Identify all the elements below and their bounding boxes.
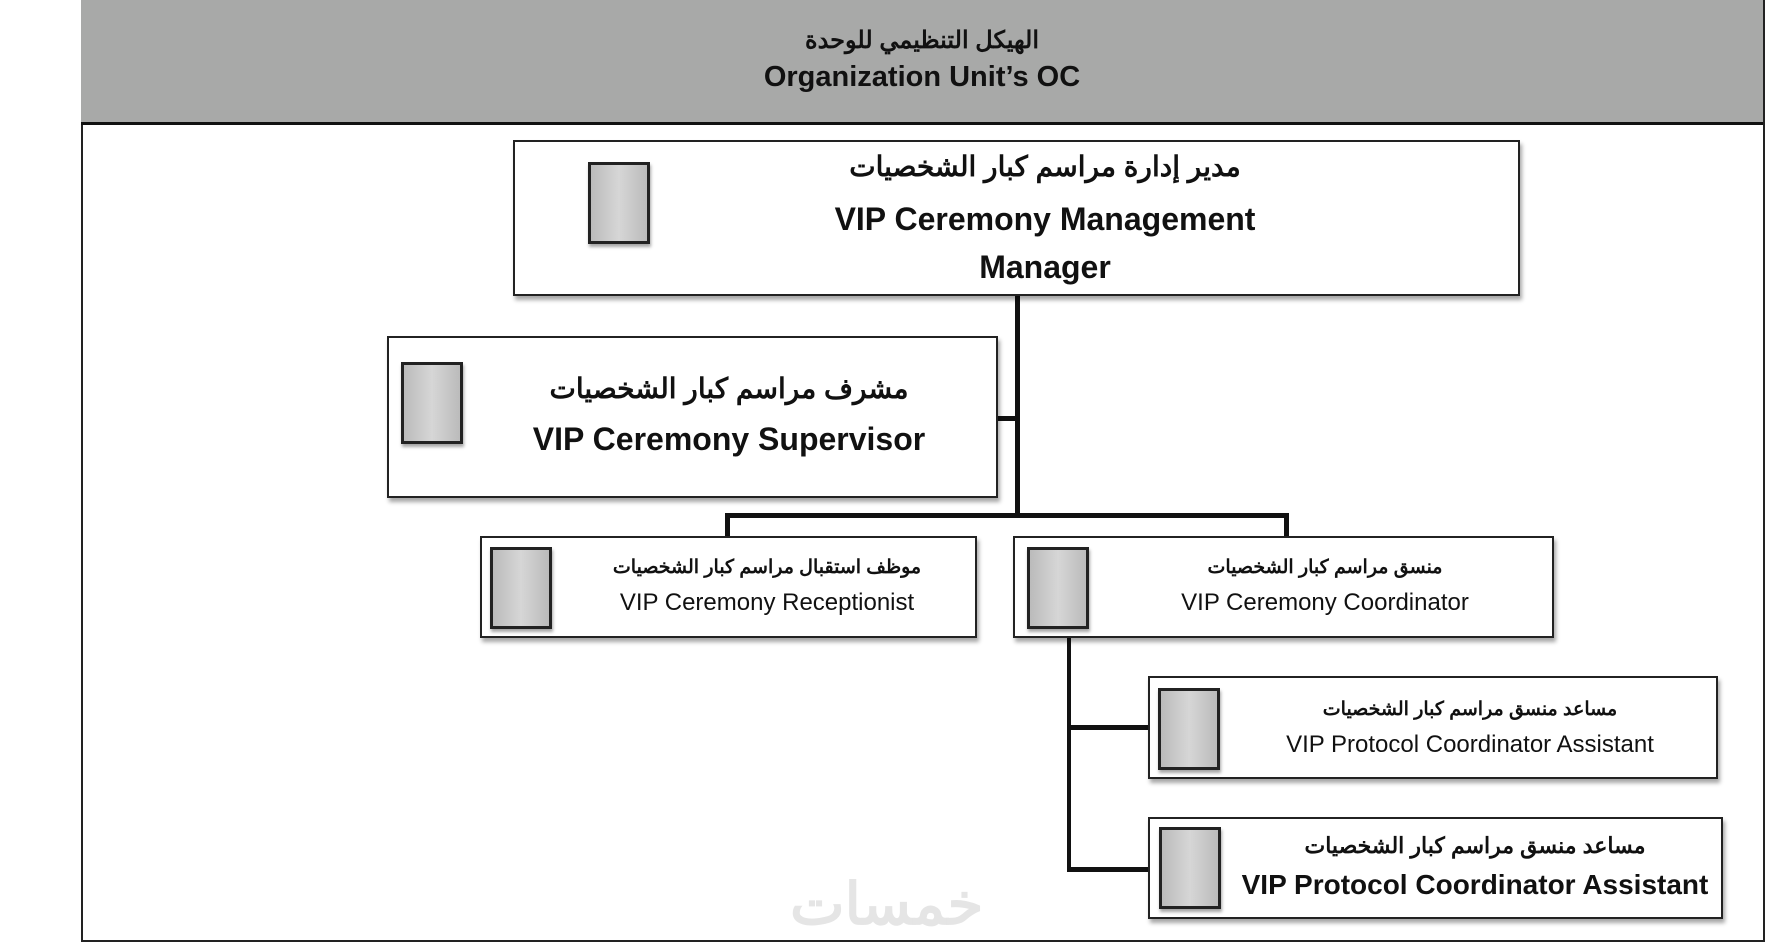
node-title-en: VIP Ceremony Supervisor <box>532 421 926 457</box>
connector <box>725 513 1288 518</box>
chart-header: الهيكل التنظيمي للوحدة Organization Unit… <box>81 0 1763 125</box>
connector <box>1067 638 1071 871</box>
node-title-en: VIP Ceremony Management Manager <box>834 201 1256 285</box>
photo-placeholder <box>1158 688 1220 770</box>
photo-placeholder <box>1027 547 1089 629</box>
node-title-en: VIP Ceremony Receptionist <box>619 589 915 616</box>
connector <box>998 416 1018 421</box>
photo-placeholder <box>588 162 650 244</box>
node-title-ar: منسق مراسم كبار الشخصيات <box>1207 557 1443 578</box>
photo-placeholder <box>1159 827 1221 909</box>
org-node-assistant-1: مساعد منسق مراسم كبار الشخصيات VIP Proto… <box>1148 676 1718 779</box>
watermark: خمسات <box>790 872 984 937</box>
header-title-ar: الهيكل التنظيمي للوحدة <box>805 27 1039 54</box>
node-title-en: VIP Protocol Coordinator Assistant <box>1241 869 1709 900</box>
org-node-supervisor: مشرف مراسم كبار الشخصيات VIP Ceremony Su… <box>387 336 998 498</box>
node-title-ar: مساعد منسق مراسم كبار الشخصيات <box>1322 699 1618 720</box>
org-node-coordinator: منسق مراسم كبار الشخصيات VIP Ceremony Co… <box>1013 536 1554 638</box>
photo-placeholder <box>490 547 552 629</box>
photo-placeholder <box>401 362 463 444</box>
connector <box>1284 513 1289 536</box>
node-title-en: VIP Ceremony Coordinator <box>1181 589 1469 616</box>
org-node-assistant-2: مساعد منسق مراسم كبار الشخصيات VIP Proto… <box>1148 817 1723 919</box>
connector <box>725 513 730 536</box>
org-node-receptionist: موظف استقبال مراسم كبار الشخصيات VIP Cer… <box>480 536 977 638</box>
org-node-manager: مدير إدارة مراسم كبار الشخصيات VIP Cerem… <box>513 140 1520 296</box>
node-title-ar: مساعد منسق مراسم كبار الشخصيات <box>1304 833 1646 858</box>
connector <box>1015 296 1020 517</box>
node-title-ar: مدير إدارة مراسم كبار الشخصيات <box>849 151 1241 182</box>
node-title-en: VIP Protocol Coordinator Assistant <box>1286 731 1654 758</box>
node-title-ar: مشرف مراسم كبار الشخصيات <box>549 373 909 404</box>
connector <box>1067 867 1148 872</box>
node-title-ar: موظف استقبال مراسم كبار الشخصيات <box>612 557 922 578</box>
page-frame <box>81 0 1765 942</box>
header-title-en: Organization Unit’s OC <box>763 61 1081 93</box>
connector <box>1067 725 1148 730</box>
